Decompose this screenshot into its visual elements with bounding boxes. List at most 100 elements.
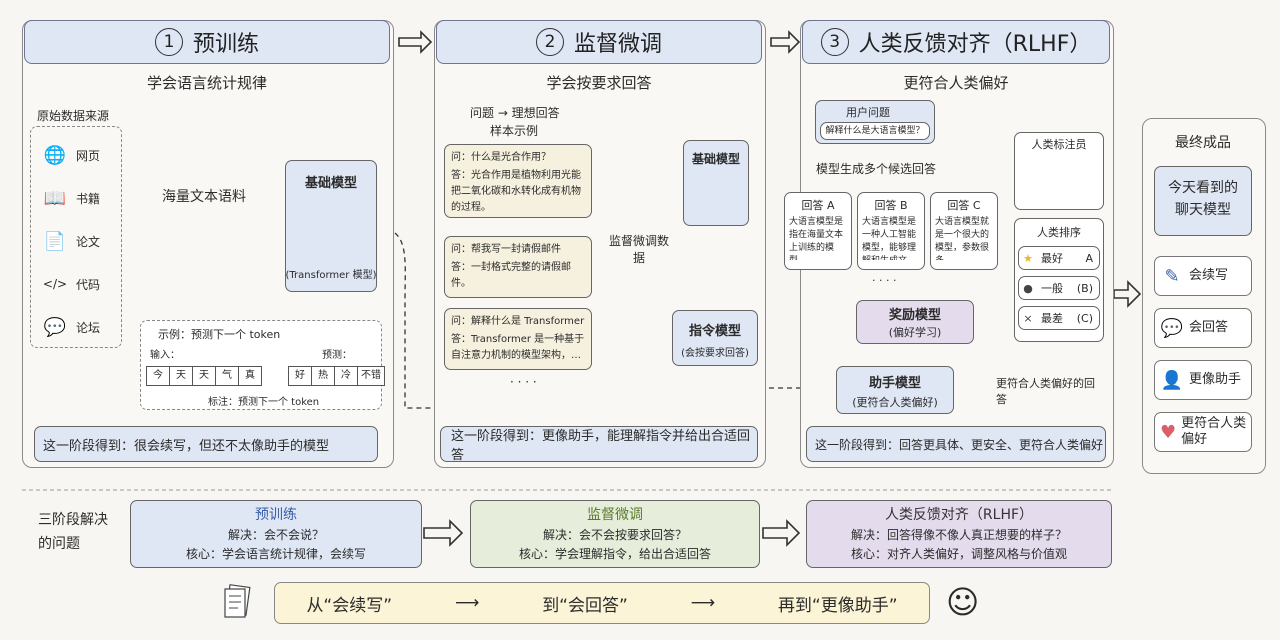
stage-title: 监督微调 [573,32,662,57]
stage-subtitle: 学会按要求回答 [546,74,652,92]
answer-title: 回答 A [801,199,835,212]
stage-result-rlhf: 这一阶段得到：回答更具体、更安全、更符合人类偏好 [806,426,1106,462]
user-question-title: 用户问题 [846,106,890,119]
instruct-model-sub: (会按要求回答) [681,348,749,359]
input-token: 真 [238,366,262,386]
stage-result-sft: 这一阶段得到：更像助手，能理解指令并给出合适回答 [440,426,758,463]
globe-icon: 🌐 [43,144,67,166]
source-label: 网页 [76,148,101,163]
sample-card: 问：帮我写一封请假邮件答：一封格式完整的请假邮件。 [444,236,592,298]
input-token: 天 [169,366,193,386]
summary-card: 预训练解决：会不会说？核心：学会语言统计规律，会续写 [130,500,422,568]
example-note: 标注：预测下一个 token [208,397,320,408]
stage-arrow-1 [398,30,433,54]
generate-label: 模型生成多个候选回答 [816,162,937,176]
heart-icon: ♥ [1159,421,1177,443]
dataset-label: 监督微调数据 [608,234,669,265]
summary-arrow-1 [423,519,464,547]
stage-result-text: 这一阶段得到：很会续写，但还不太像助手的模型 [43,438,330,454]
sample-question: 问：帮我写一封请假邮件 [451,244,561,255]
answer-card: 回答 C大语言模型就是一个很大的模型，参数很多… [930,192,998,270]
instruct-model-label: 指令模型 [688,324,741,339]
sft-base-model-box [683,140,749,226]
ranking-label: 一般 [1041,282,1063,295]
final-item: 👤 更像助手 [1154,360,1252,400]
summary-title: 监督微调 [587,507,643,523]
person-icon: 👤 [1160,369,1184,391]
reward-model-label: 奖励模型 [888,308,941,323]
footer-step-1: 从“会续写” [306,595,393,616]
pair-title: 问题 → 理想回答 [470,106,560,120]
answer-title: 回答 C [947,199,981,212]
answer-text: 大语言模型是指在海量文本上训练的模型… [789,217,844,260]
input-tokens: 今天天气真 [146,363,262,386]
reward-model-box [856,300,974,344]
footer-step-3: 再到“更像助手” [777,595,898,616]
sample-question: 问：解释什么是 Transformer [451,316,585,327]
stage-title: 预训练 [192,32,259,57]
ranking-row: ●一般(B) [1018,276,1100,300]
sample-answer: 答：光合作用是植物利用光能把二氧化碳和水转化成有机物的过程。 [451,170,581,213]
summary-card: 人类反馈对齐（RLHF）解决：回答得像不像人真正想要的样子？核心：对齐人类偏好，… [806,500,1112,568]
star-icon: ★ [1023,251,1033,265]
ranking-label: 最好 [1041,252,1063,265]
stage-result-text: 这一阶段得到：回答更具体、更安全、更符合人类偏好 [815,437,1104,452]
source-item: 📄 论文 [40,226,120,256]
base-model-box [285,160,377,292]
source-item: </> 代码 [40,269,120,299]
base-model-sub: (Transformer 模型) [285,270,377,281]
stage-title: 人类反馈对齐（RLHF） [858,32,1092,57]
ranking-tag: (B) [1076,281,1093,295]
stage-subtitle: 更符合人类偏好 [903,74,1009,92]
stage-result-pretrain: 这一阶段得到：很会续写，但还不太像助手的模型 [34,426,378,462]
cross-icon: × [1023,311,1033,325]
ranking-title: 人类排序 [1037,226,1081,239]
answer-text: 大语言模型是一种人工智能模型，能够理解和生成文本… [862,217,917,260]
summary-card: 监督微调解决：会不会按要求回答？核心：学会理解指令，给出合适回答 [470,500,760,568]
smile-icon: ☺ [946,583,980,621]
ranking-label: 最差 [1041,312,1063,325]
footer-arrow-2: ⟶ [690,593,716,613]
final-item-label: 更像助手 [1189,372,1242,387]
sources-title: 原始数据来源 [37,109,110,123]
answer-title: 回答 B [874,199,908,212]
example-box [140,320,382,410]
sft-base-model-label: 基础模型 [691,152,740,166]
stage-header-rlhf: 3 人类反馈对齐（RLHF） [802,20,1110,64]
source-item: 📖书籍 [40,183,120,213]
annotator-label: 人类标注员 [1031,138,1087,151]
input-token: 天 [192,366,216,386]
final-arrow [1113,280,1142,308]
input-label: 输入： [150,350,180,361]
source-label: 论文 [76,234,101,249]
stage-subtitle: 学会语言统计规律 [146,74,267,92]
sources-box [30,126,122,348]
stage-number: 2 [535,28,564,56]
chat-icon: 💬 [43,316,67,338]
final-item-label: 会回答 [1189,320,1229,335]
ranking-tag: (C) [1076,311,1093,325]
source-item: 🌐 网页 [40,140,120,170]
sample-card: 问：解释什么是 Transformer 答：Transformer 是一种基于自注… [444,308,592,370]
ranking-tag: A [1085,251,1093,265]
book-icon: 📖 [43,187,67,209]
stage-result-text: 这一阶段得到：更像助手，能理解指令并给出合适回答 [451,429,751,463]
sample-question: 问：什么是光合作用？ [451,152,551,163]
assistant-output: 更符合人类偏好的回答 [996,377,1095,406]
sample-card: 问：什么是光合作用？ 答：光合作用是植物利用光能把二氧化碳和水转化成有机物的过程。 [444,144,592,218]
annotator-box [1014,132,1104,210]
document-stack-icon [222,584,252,620]
code-icon: </> [42,277,68,291]
pencil-icon: ✎ [1164,265,1180,287]
summary-solve: 解决：会不会按要求回答？ [542,528,687,542]
source-label: 代码 [76,277,101,292]
input-token: 今 [146,366,170,386]
final-item-label: 会续写 [1189,268,1229,283]
reward-model-sub: (偏好学习) [888,326,942,339]
user-question-text: 解释什么是大语言模型？ [820,122,930,140]
sample-answer: 答：Transformer 是一种基于自注意力机制的模型架构，… [451,334,585,361]
summary-solve: 解决：会不会说？ [227,528,324,542]
paper-icon: 📄 [43,230,67,252]
predict-tokens: 好热冷不错 [288,363,385,386]
stage-arrow-2 [770,30,801,54]
